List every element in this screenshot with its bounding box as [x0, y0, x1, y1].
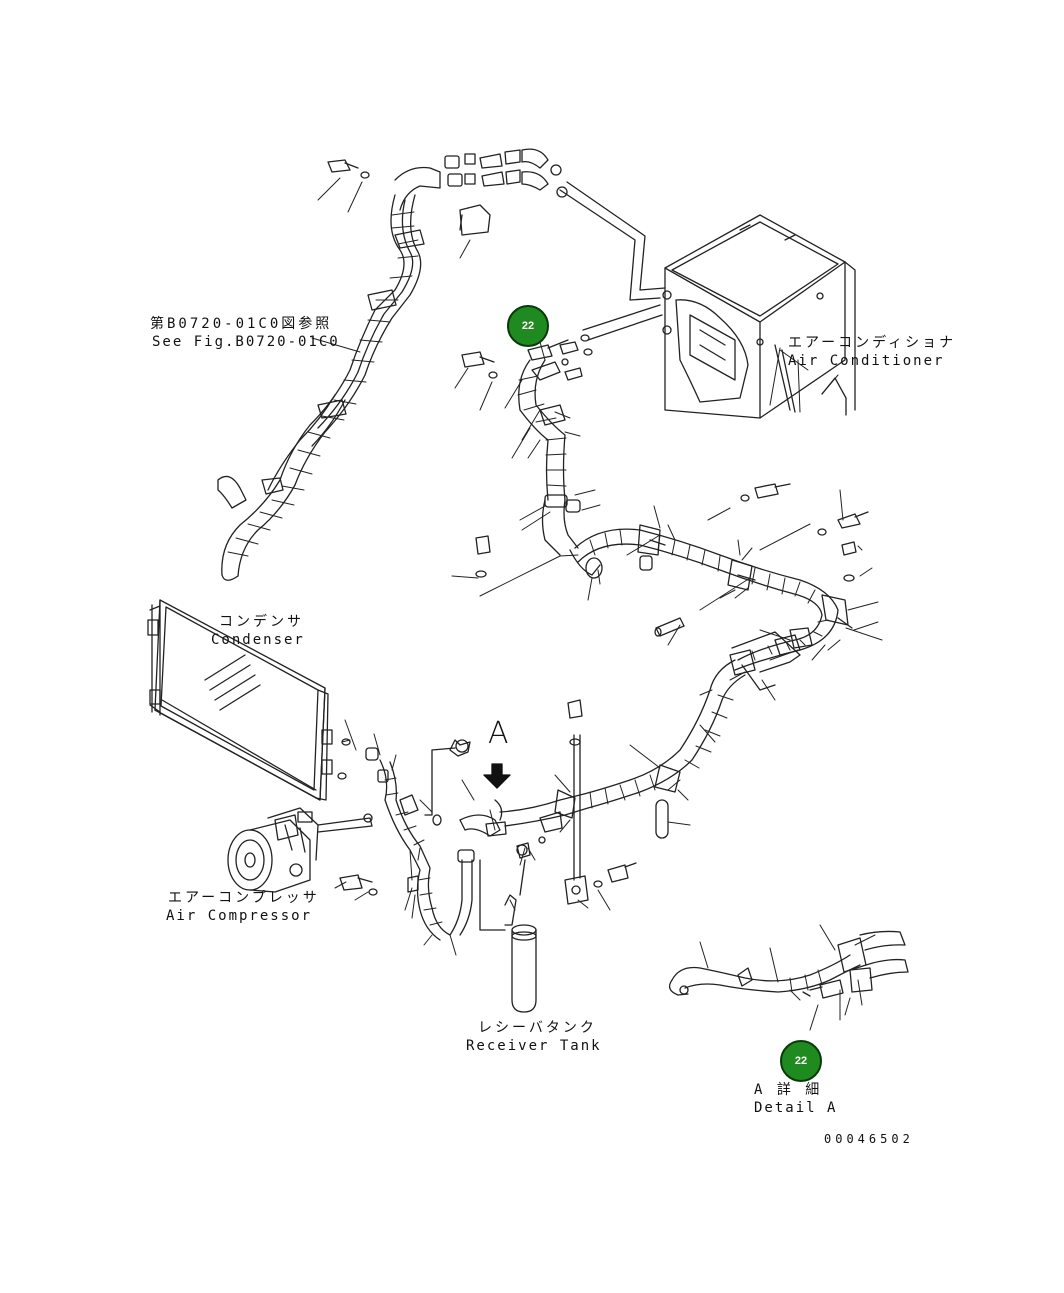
drawing-number: 00046502	[824, 1132, 914, 1146]
compressor-hoses	[337, 738, 563, 941]
air-conditioner-label-en: Air Conditioner	[788, 353, 945, 369]
condenser-label-en: Condenser	[211, 632, 305, 648]
part-callout-22-detail[interactable]: 22	[780, 1040, 822, 1082]
part-callout-22[interactable]: 22	[507, 305, 549, 347]
view-a-arrow	[483, 763, 511, 789]
middle-hose-assembly	[461, 334, 593, 556]
see-fig-label-en: See Fig.B0720-01C0	[152, 334, 340, 350]
receiver-tank-label-en: Receiver Tank	[466, 1038, 602, 1054]
detail-a-label-ja: A 詳 細	[754, 1082, 823, 1098]
air-compressor-label-en: Air Compressor	[166, 908, 313, 924]
see-fig-label-ja: 第B0720-01C0図参照	[150, 316, 333, 332]
receiver-tank-label-ja: レシーバタンク	[478, 1020, 597, 1036]
air-compressor-label-ja: エアーコンプレッサ	[168, 890, 320, 906]
condenser-label-ja: コンデンサ	[219, 614, 304, 630]
leader-lines	[311, 177, 883, 1031]
left-hose-assembly	[217, 194, 425, 581]
condenser	[147, 599, 333, 801]
upper-hose-assembly	[327, 148, 666, 341]
detail-a-inset	[668, 930, 909, 999]
air-conditioner-label-ja: エアーコンディショナ	[788, 335, 957, 351]
main-hose-assembly	[475, 483, 869, 671]
detail-a-label-en: Detail A	[754, 1100, 838, 1116]
lower-hose-assembly	[499, 627, 813, 905]
air-conditioner-unit	[662, 214, 856, 419]
receiver-tank	[511, 924, 537, 1013]
view-a-marker: A	[488, 716, 509, 751]
air-compressor	[227, 807, 373, 893]
